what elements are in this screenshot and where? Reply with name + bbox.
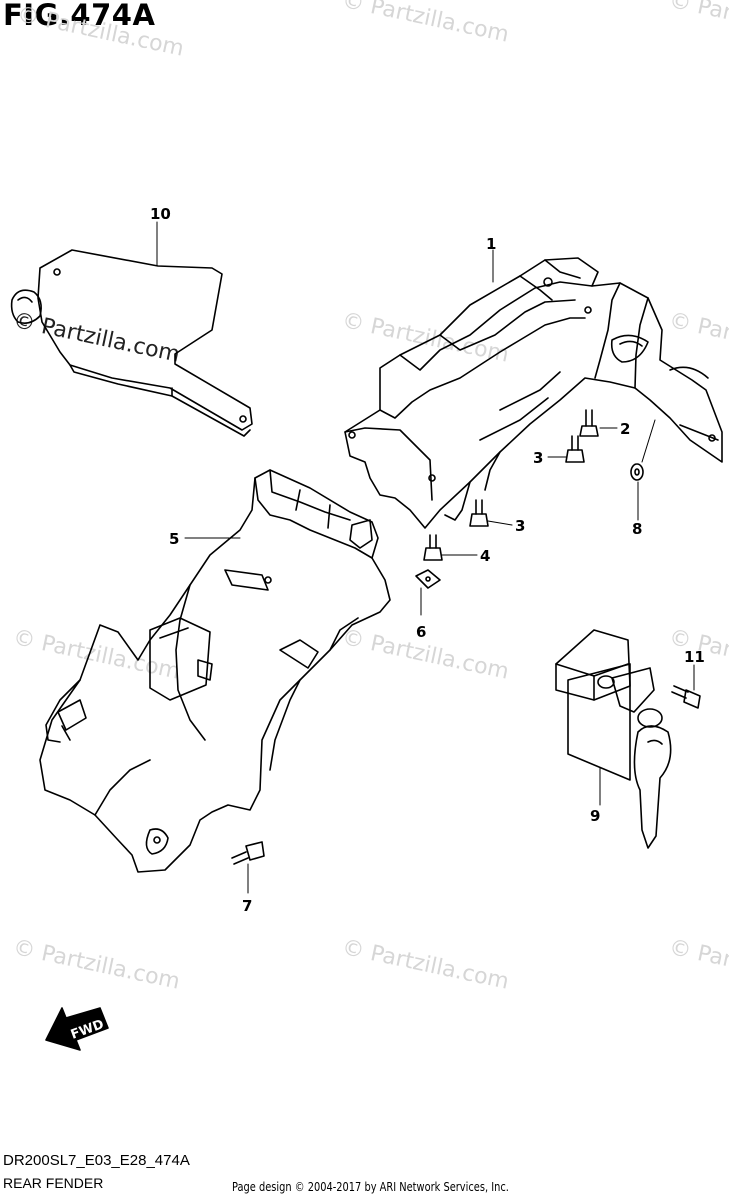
callout-3-upper[interactable]: 3 (533, 449, 543, 467)
callout-10[interactable]: 9 (590, 807, 600, 825)
part-8-bracket (10, 249, 253, 437)
part-7-screw (231, 841, 265, 865)
part-6-clip-nut (415, 569, 441, 589)
callout-7[interactable]: 7 (242, 897, 252, 915)
page-credit: Page design © 2004-2017 by ARI Network S… (232, 1180, 509, 1194)
leader-lines (156, 221, 695, 894)
fwd-arrow[interactable]: FWD (45, 1007, 109, 1051)
figure-title: FIG.474A (3, 0, 156, 32)
part-11-screw (671, 685, 701, 709)
part-9-washer (630, 463, 644, 481)
callout-11[interactable]: 11 (684, 648, 705, 666)
diagram-code: DR200SL7_E03_E28_474A (3, 1152, 190, 1169)
part-3-bolt-upper (565, 435, 585, 463)
callout-8[interactable]: 10 (150, 205, 171, 223)
callout-1[interactable]: 1 (486, 235, 496, 253)
callout-9[interactable]: 8 (632, 520, 642, 538)
part-4-bolt (423, 534, 443, 561)
part-2-bolt (579, 409, 599, 437)
callout-3-lower[interactable]: 3 (515, 517, 525, 535)
part-1-rear-fender (344, 257, 723, 529)
callout-6[interactable]: 6 (416, 623, 426, 641)
part-10-lock-set (555, 629, 672, 849)
callout-2[interactable]: 2 (620, 420, 630, 438)
callout-5[interactable]: 5 (169, 530, 179, 548)
callout-4[interactable]: 4 (480, 547, 490, 565)
part-5-inner-fender (39, 469, 391, 873)
part-3-bolt-lower (469, 499, 489, 527)
callouts: 10 1 2 3 3 4 5 6 7 8 9 11 (150, 205, 705, 915)
diagram-caption: REAR FENDER (3, 1175, 104, 1191)
